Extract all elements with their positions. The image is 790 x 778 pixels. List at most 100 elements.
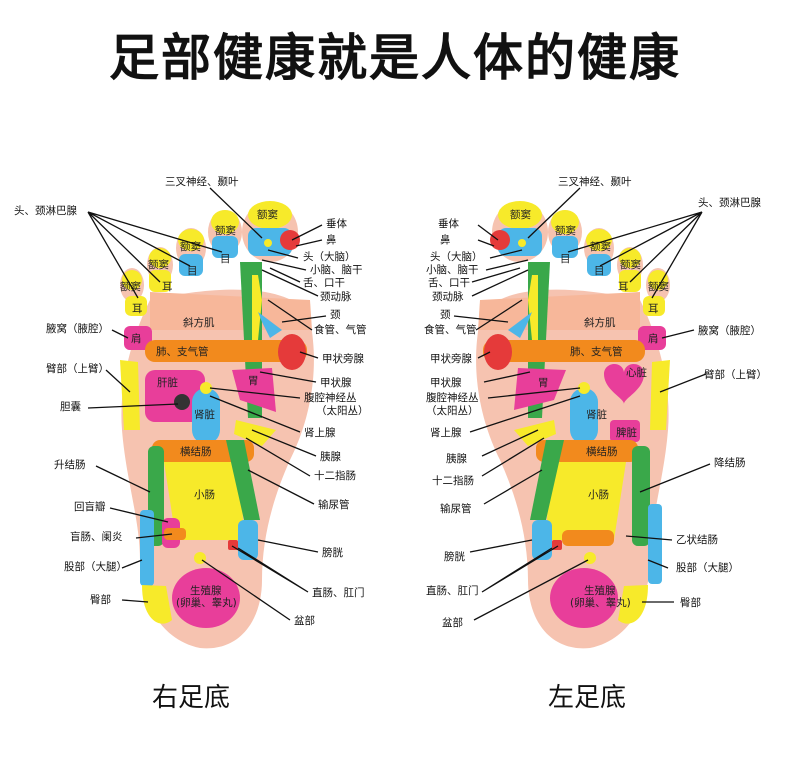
right-inner-kidney: 肾脏 [194,408,215,421]
left-label-bladder: 膀胱 [444,550,465,563]
left-inner-lung: 肺、支气管 [570,345,623,358]
left-inner-sinus-1: 额窦 [510,208,531,221]
right-label-pituitary: 垂体 [326,218,347,230]
left-inner-eye-1: 目 [560,253,571,265]
left-label-thigh: 股部（大腿） [676,561,739,574]
right-inner-lung: 肺、支气管 [156,345,209,358]
right-inner-ovary: (卵巢、睾丸) [176,596,237,609]
right-label-head-lymph: 头、颈淋巴腺 [14,204,77,217]
right-inner-stomach: 胃 [248,375,259,387]
left-label-celiac: 腹腔神经丛 [426,391,479,404]
right-inner-transverse: 横结肠 [180,445,212,458]
right-label-adrenal: 肾上腺 [304,426,336,439]
right-label-pelvis: 盆部 [294,614,315,627]
left-label-solar: （太阳丛） [426,404,479,417]
right-label-cerebellum: 小脑、脑干 [310,263,363,276]
right-inner-sinus-5: 额窦 [120,280,141,293]
left-label-upper-arm: 臂部（上臂） [704,368,767,381]
right-label-gallbladder: 胆囊 [60,400,81,413]
right-label-trigeminal: 三叉神经、颞叶 [165,175,239,188]
left-label-carotid: 颈动脉 [432,290,464,303]
left-inner-ear-2: 耳 [648,303,659,315]
right-label-esophagus: 食管、气管 [314,323,367,336]
left-inner-sinus-4: 额窦 [620,258,641,271]
left-label-tongue: 舌、口干 [428,277,470,289]
right-label-armpit: 腋窝（腋腔） [46,322,109,335]
left-inner-transverse: 横结肠 [586,445,618,458]
left-label-sigmoid: 乙状结肠 [676,533,718,546]
right-inner-sinus-1: 额窦 [257,208,278,221]
left-inner-sinus-2: 额窦 [555,224,576,237]
right-inner-ear-2: 耳 [132,303,143,315]
right-label-ileocecal: 回盲瓣 [74,500,106,513]
left-inner-small-int: 小肠 [588,489,609,501]
right-inner-trapezius: 斜方肌 [183,316,215,329]
left-inner-genital: 生殖腺 [584,584,616,597]
left-inner-eye-2: 目 [594,265,605,277]
left-label-hip: 臀部 [680,596,701,609]
right-inner-liver: 肝脏 [157,376,178,389]
right-inner-small-int: 小肠 [194,489,215,501]
left-inner-stomach: 胃 [538,377,549,389]
right-label-rectum: 直肠、肛门 [312,586,365,599]
right-label-parathyroid: 甲状旁腺 [322,352,364,365]
page-title: 足部健康就是人体的健康 [109,29,681,87]
right-foot: 额窦 额窦 额窦 额窦 额窦 目 目 耳 耳 肩 斜方肌 肺、支气管 肝脏 胃 … [14,175,369,713]
right-inner-eye-2: 目 [187,265,198,277]
left-label-cerebellum: 小脑、脑干 [426,263,479,276]
left-label-rectum: 直肠、肛门 [426,584,479,597]
right-pituitary-zone [280,230,300,250]
left-label-neck: 颈 [440,309,451,321]
left-inner-trapezius: 斜方肌 [584,316,616,329]
left-label-head-lymph: 头、颈淋巴腺 [698,196,761,209]
left-foot-caption: 左足底 [548,683,626,713]
right-label-solar: （太阳丛） [316,404,369,417]
right-label-pancreas: 胰腺 [320,450,341,463]
left-label-adrenal: 肾上腺 [430,426,462,439]
right-label-neck: 颈 [330,309,341,321]
left-label-duodenum: 十二指肠 [432,474,474,487]
left-label-nose: 鼻 [440,233,451,246]
right-label-nose: 鼻 [326,233,337,246]
right-label-thyroid: 甲状腺 [320,376,352,389]
right-inner-genital: 生殖腺 [190,584,222,597]
left-label-ureter: 输尿管 [440,502,472,515]
right-label-hip: 臀部 [90,593,111,606]
left-inner-heart: 心脏 [626,366,647,379]
left-label-head-brain: 头（大脑） [430,250,483,263]
right-inner-sinus-3: 额窦 [180,240,201,253]
left-inner-ovary: (卵巢、睾丸) [570,596,631,609]
left-inner-spleen: 脾脏 [616,426,637,439]
right-label-duodenum: 十二指肠 [314,469,356,482]
right-label-tongue: 舌、口干 [303,277,345,289]
left-label-esophagus: 食管、气管 [424,323,477,336]
left-label-pelvis: 盆部 [442,616,463,629]
left-label-armpit: 腋窝（腋腔） [698,324,761,337]
right-inner-sinus-2: 额窦 [215,224,236,237]
right-label-bladder: 膀胱 [322,546,343,559]
right-label-carotid: 颈动脉 [320,290,352,303]
right-label-ureter: 输尿管 [318,498,350,511]
left-foot: 额窦 额窦 额窦 额窦 额窦 目 目 耳 耳 肩 斜方肌 肺、支气管 心脏 胃 … [424,175,767,713]
right-inner-shoulder: 肩 [131,332,142,345]
right-label-thigh: 股部（大腿） [64,560,127,573]
right-label-head-brain: 头（大脑） [303,250,356,263]
left-label-descending: 降结肠 [714,456,746,469]
right-label-upper-arm: 臂部（上臂） [46,362,109,375]
right-label-celiac: 腹腔神经丛 [304,391,357,404]
right-label-appendix: 盲肠、阑炎 [70,530,123,543]
left-label-pancreas: 胰腺 [446,452,467,465]
left-inner-ear-1: 耳 [618,281,629,293]
right-foot-caption: 右足底 [152,683,230,713]
left-label-parathyroid: 甲状旁腺 [430,352,472,365]
right-inner-sinus-4: 额窦 [148,258,169,271]
left-label-trigeminal: 三叉神经、颞叶 [558,175,632,188]
right-big-toe-sinus-zone [248,201,292,229]
left-label-pituitary: 垂体 [438,218,459,230]
left-inner-kidney: 肾脏 [586,408,607,421]
right-inner-ear-1: 耳 [162,281,173,293]
right-inner-eye-1: 目 [220,253,231,265]
left-inner-shoulder: 肩 [648,332,659,345]
right-label-ascending: 升结肠 [54,458,86,471]
